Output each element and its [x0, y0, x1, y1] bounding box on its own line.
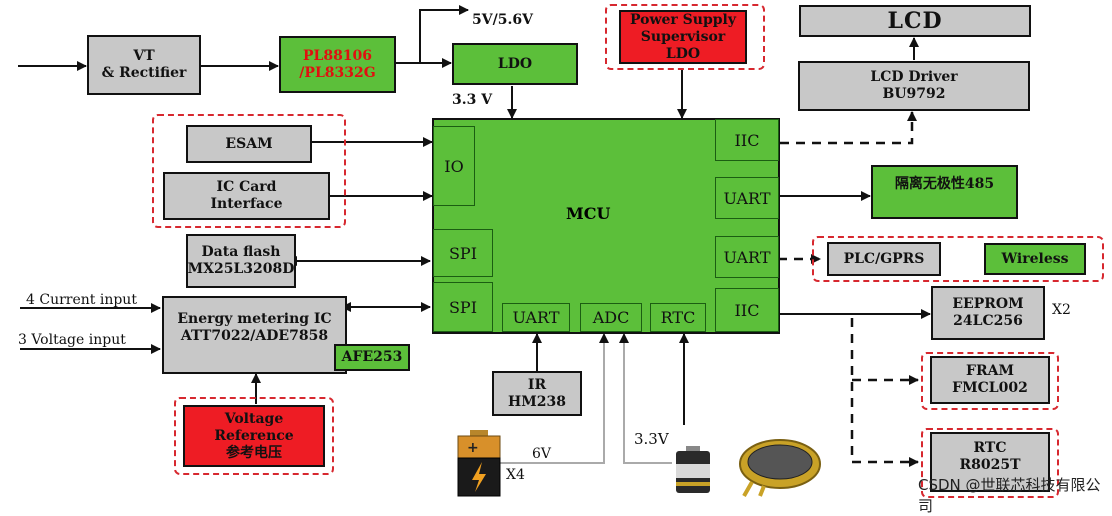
mcu-port-adc: ADC [580, 303, 642, 332]
watermark: CSDN @世联芯科技有限公司 [918, 476, 1101, 515]
label-3v3-ldo: 3.3 V [452, 92, 493, 108]
fram-block: FRAM FMCL002 [930, 356, 1050, 404]
label-voltage-input: 3 Voltage input [18, 332, 126, 348]
esam-block: ESAM [186, 125, 312, 163]
label-6v: 6V [532, 446, 552, 462]
vt-rectifier-block: VT & Rectifier [87, 35, 201, 95]
afe253-block: AFE253 [334, 344, 410, 371]
coin-cell-icon [739, 439, 821, 497]
eeprom-block: EEPROM 24LC256 [931, 286, 1045, 340]
group-rtc [921, 428, 1059, 498]
connection-lines [18, 5, 931, 467]
ldo-block: LDO [452, 43, 578, 85]
label-x2: X2 [1052, 302, 1071, 318]
mcu-port-rtc: RTC [650, 303, 706, 332]
wireless-block: Wireless [984, 243, 1086, 275]
line-battery-adc [500, 333, 609, 464]
group-vref [174, 397, 334, 475]
mcu-label: MCU [566, 204, 611, 223]
battery-icon: + [457, 430, 501, 497]
line-branch-fram-rtc [850, 318, 919, 467]
data-flash-block: Data flash MX25L3208D [186, 234, 296, 288]
mcu-port-iic-top: IIC [715, 119, 779, 161]
mcu-port-uart-bottom: UART [502, 303, 570, 332]
line-5v-out [419, 5, 469, 63]
pl88106-block: PL88106 /PL8332G [279, 36, 396, 93]
group-comm [812, 236, 1104, 282]
svg-text:+: + [467, 440, 479, 456]
rtc-chip-block: RTC R8025T [930, 432, 1050, 492]
lcd-block: LCD [799, 5, 1031, 37]
label-x4: X4 [506, 467, 525, 483]
label-5v: 5V/5.6V [472, 12, 533, 28]
label-current-input: 4 Current input [26, 292, 137, 308]
label-3v3-rtc: 3.3V [634, 430, 669, 448]
mcu-port-uart-right-2: UART [715, 236, 779, 278]
lcd-driver-block: LCD Driver BU9792 [798, 61, 1030, 111]
power-supply-supervisor-block: Power Supply Supervisor LDO [619, 10, 747, 64]
mcu-port-spi-2: SPI [433, 282, 493, 332]
mcu-port-spi-1: SPI [433, 229, 493, 277]
group-psu [605, 4, 765, 70]
lithium-cell-icon [676, 446, 710, 493]
ir-block: IR HM238 [492, 371, 582, 416]
isolated-485-block: 隔离无极性485 [871, 165, 1018, 219]
plc-gprs-block: PLC/GPRS [827, 242, 941, 276]
line-cell-adc [619, 333, 672, 464]
mcu-port-uart-right-1: UART [715, 177, 779, 219]
mcu-port-io: IO [433, 126, 475, 206]
line-iic-lcddriver [780, 111, 917, 145]
ic-card-interface-block: IC Card Interface [163, 172, 330, 220]
energy-metering-ic-block: Energy metering IC ATT7022/ADE7858 [162, 296, 347, 374]
group-fram [921, 352, 1059, 410]
block-diagram: VT & Rectifier PL88106 /PL8332G LDO Powe… [18, 4, 1104, 515]
mcu-port-iic-bottom: IIC [715, 288, 779, 332]
voltage-reference-block: Voltage Reference 参考电压 [183, 405, 325, 467]
group-security [152, 114, 346, 228]
